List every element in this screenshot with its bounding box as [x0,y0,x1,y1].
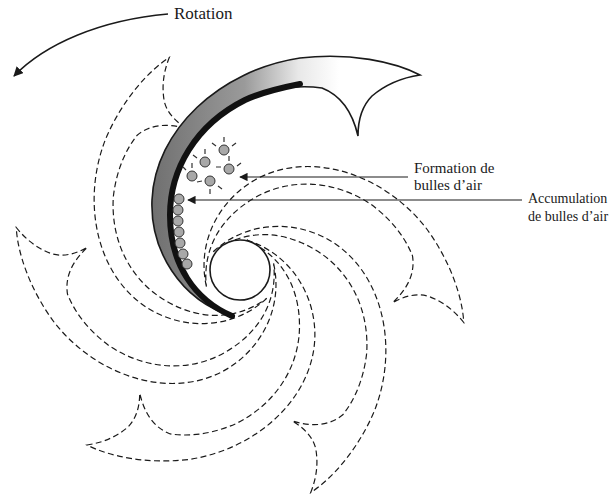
solid-vane [152,56,420,316]
dashed-vane [87,240,315,461]
dashed-vane [2,125,307,433]
rotation-arrow [14,14,168,76]
bubble [175,238,185,248]
bubble [205,176,215,186]
forming-bubbles [187,145,234,186]
bubble [173,216,183,226]
bubble [182,259,192,269]
rotation-label: Rotation [174,4,233,24]
callout-label: Formation de bulles d’air [414,160,514,194]
dashed-vane [42,50,347,358]
leader-line [240,176,408,177]
bubble [224,164,234,174]
hub [210,240,270,300]
callout-label: Accumulation de bulles d’air [528,190,612,226]
bubble [173,205,183,215]
leader-line [188,199,522,200]
dashed-vanes [2,50,477,501]
bubble-ticks-path [183,137,241,194]
dashed-vane [133,193,438,501]
bubble [187,171,197,181]
bubble [178,249,188,259]
bubble [219,145,229,155]
bubble [174,194,184,204]
bubble [174,227,184,237]
bubble [200,157,210,167]
accumulated-bubbles [173,194,192,269]
bubble-ticks [183,137,241,194]
